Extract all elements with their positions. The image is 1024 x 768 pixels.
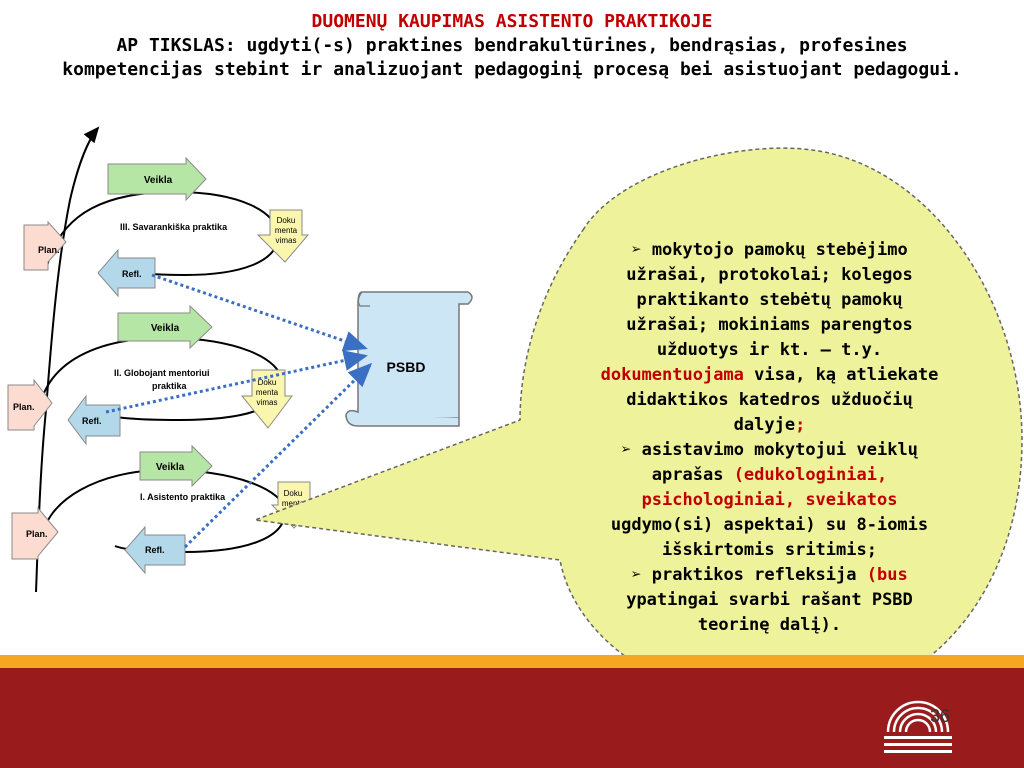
- svg-text:vimas: vimas: [257, 398, 278, 407]
- plan-label-3: Plan.: [38, 245, 60, 255]
- veikla-label-1: Veikla: [156, 462, 185, 473]
- bullet-icon: ➢: [631, 565, 642, 585]
- svg-text:menta: menta: [256, 388, 279, 397]
- stage-label-2a: II. Globojant mentoriui: [114, 368, 210, 378]
- veikla-arrow-2: Veikla: [117, 304, 213, 350]
- plan-label-1: Plan.: [26, 529, 48, 539]
- dotted-arrow-1: [183, 362, 373, 549]
- refl-arrow-2: Refl.: [67, 394, 121, 446]
- callout-text: ➢ mokytojo pamokų stebėjimo užrašai, pro…: [592, 238, 947, 638]
- slide-title: DUOMENŲ KAUPIMAS ASISTENTO PRAKTIKOJE: [311, 11, 713, 32]
- plan-arrow-1: Plan.: [11, 506, 59, 560]
- refl-arrow-3: Refl.: [97, 248, 156, 298]
- callout-bubble: [254, 147, 1023, 706]
- svg-text:Doku: Doku: [277, 216, 296, 225]
- plan-arrow-3: Plan.: [23, 220, 67, 271]
- refl-label-2: Refl.: [82, 416, 102, 426]
- item2-part2: ugdymo(si) aspektai) su 8-iomis išskirto…: [610, 515, 929, 560]
- bullet-icon: ➢: [621, 440, 632, 460]
- psbd-label: PSBD: [387, 359, 426, 375]
- bubble-item-2: ➢ asistavimo mokytojui veiklų aprašas (e…: [592, 438, 947, 563]
- item3-red: (bus: [866, 565, 908, 585]
- refl-label-3: Refl.: [122, 269, 142, 279]
- stage-label-1: I. Asistento praktika: [140, 492, 226, 502]
- university-logo-icon: [884, 700, 952, 753]
- item1-part2: visa, ką atliekate didaktikos katedros u…: [626, 365, 939, 435]
- refl-label-1: Refl.: [145, 545, 165, 555]
- svg-text:vimas: vimas: [276, 236, 297, 245]
- plan-arrow-2: Plan.: [7, 378, 53, 431]
- svg-text:Doku: Doku: [258, 378, 277, 387]
- item3-part1: praktikos refleksija: [651, 565, 857, 585]
- refl-arrow-1: Refl.: [124, 525, 186, 575]
- stage-label-3: III. Savarankiška praktika: [120, 222, 228, 232]
- goal-statement: AP TIKSLAS: ugdyti(-s) praktines bendrak…: [0, 34, 1024, 82]
- stage-label-2b: praktika: [152, 381, 188, 391]
- goal-label: AP TIKSLAS: [116, 35, 225, 56]
- item1-end: ;: [795, 415, 806, 435]
- bubble-item-3: ➢ praktikos refleksija (bus ypatingai sv…: [592, 563, 947, 638]
- veikla-label-3: Veikla: [144, 175, 173, 186]
- bullet-icon: ➢: [631, 240, 642, 260]
- plan-label-2: Plan.: [13, 402, 35, 412]
- veikla-arrow-3: Veikla: [107, 156, 207, 202]
- footer-ribbon: [0, 655, 1024, 668]
- svg-text:menta: menta: [282, 499, 305, 508]
- item2-red: (edukologiniai, psichologiniai, sveikato…: [641, 465, 898, 510]
- bubble-item-1: ➢ mokytojo pamokų stebėjimo užrašai, pro…: [592, 238, 947, 438]
- item2-part1: asistavimo mokytojui veiklų aprašas: [641, 440, 918, 485]
- veikla-arrow-1: Veikla: [139, 444, 213, 488]
- svg-text:Doku: Doku: [284, 489, 303, 498]
- veikla-label-2: Veikla: [151, 323, 180, 334]
- item1-red: dokumentuojama: [600, 365, 744, 385]
- page-number: 36: [930, 706, 951, 726]
- loop-stage-2: [37, 336, 284, 422]
- header: DUOMENŲ KAUPIMAS ASISTENTO PRAKTIKOJE AP…: [0, 10, 1024, 82]
- goal-text: : ugdyti(-s) praktines bendrakultūrines,…: [62, 35, 962, 80]
- item3-part2: ypatingai svarbi rašant PSBD teorinę dal…: [626, 590, 913, 635]
- footer-band: [0, 668, 1024, 768]
- psbd-scroll: PSBD: [345, 291, 473, 427]
- dotted-arrow-3: [151, 273, 368, 352]
- svg-text:menta: menta: [275, 226, 298, 235]
- item1-part1: mokytojo pamokų stebėjimo užrašai, proto…: [626, 240, 913, 360]
- loop-stage-3: [45, 190, 280, 277]
- doc-arrow-3: Doku menta vimas: [256, 209, 310, 263]
- dotted-arrow-2: [105, 350, 368, 414]
